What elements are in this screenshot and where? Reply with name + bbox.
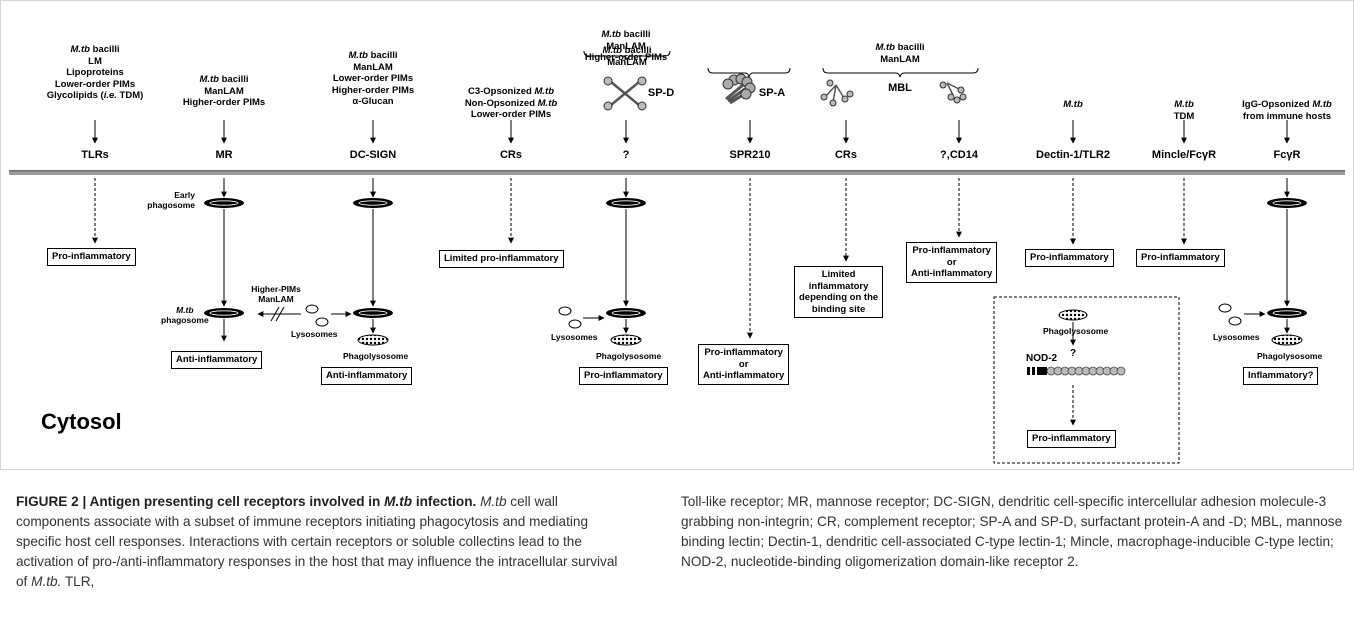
receptor-dectin1-tlr2: Dectin-1/TLR2 xyxy=(1036,149,1110,161)
mbl-ligands: M.tb bacilli ManLAM xyxy=(875,42,925,65)
dectin-ligands: M.tb xyxy=(1063,99,1083,110)
dcsign-ligands: M.tb bacilli ManLAM Lower-order PIMs Hig… xyxy=(331,50,415,107)
cytosol-label: Cytosol xyxy=(41,409,122,434)
mtb-phagosome-label: M.tb phagosome xyxy=(161,305,209,325)
nod2-outcome: Pro-inflammatory xyxy=(1027,430,1116,448)
mr-lysosomes-label: Lysosomes xyxy=(291,329,338,339)
fcgr-phagolysosome-label: Phagolysosome xyxy=(1257,351,1323,361)
fcgr-lysosomes-label: Lysosomes xyxy=(1213,332,1260,342)
nod2-label: NOD-2 xyxy=(1026,353,1058,364)
mbl-cr-outcome: Limited inflammatory depending on the bi… xyxy=(794,266,884,318)
spd-phagolysosome-label: Phagolysosome xyxy=(596,351,662,361)
figure-panel: M.tb bacilli LM Lipoproteins Lower-order… xyxy=(0,0,1354,470)
receptor-crs: CRs xyxy=(499,149,522,161)
cr-outcome: Limited pro-inflammatory xyxy=(439,250,564,268)
mr-outcome: Anti-inflammatory xyxy=(171,351,263,369)
receptor-mbl-crs: CRs xyxy=(834,149,857,161)
mr-inhibitors-label: Higher-PIMs ManLAM xyxy=(251,284,301,304)
fcgr-outcome: Inflammatory? xyxy=(1243,367,1319,385)
nod2-inset xyxy=(993,296,1180,464)
spd-ligands: M.tb bacilli ManLAM Higher-order PIMs xyxy=(584,29,668,63)
receptor-unknown: ? xyxy=(622,149,630,161)
spa-ligands: M.tb bacilli ManLAM xyxy=(602,45,652,68)
tlr-outcome: Pro-inflammatory xyxy=(47,248,136,266)
figure-drawing xyxy=(9,50,1345,464)
fcgr-ligands: IgG-Opsonized M.tb from immune hosts xyxy=(1242,99,1332,122)
mincle-ligands: M.tb TDM xyxy=(1173,99,1195,122)
mr-ligands: M.tb bacilli ManLAM Higher-order PIMs xyxy=(182,74,266,108)
mbl-collectin-label: MBL xyxy=(888,82,912,94)
phagolysosomes xyxy=(357,309,1303,346)
spa-collectin-label: SP-A xyxy=(758,87,786,99)
sp-a-collectin-icon xyxy=(722,73,756,105)
tlr-ligands: M.tb bacilli LM Lipoproteins Lower-order… xyxy=(46,44,144,101)
caption-right: Toll-like receptor; MR, mannose receptor… xyxy=(681,494,1343,569)
receptor-fcgr: FcγR xyxy=(1273,149,1301,161)
pathway-lines xyxy=(92,178,1290,342)
inset-question-mark: ? xyxy=(1070,348,1077,359)
lysosomes xyxy=(305,303,1242,329)
receptor-mincle-fcgr: Mincle/FcγR xyxy=(1151,149,1217,161)
cd14-outcome: Pro-inflammatory or Anti-inflammatory xyxy=(906,242,998,283)
spd-outcome: Pro-inflammatory xyxy=(579,367,668,385)
early-phagosome-label: Early phagosome xyxy=(147,190,195,210)
cr-ligands: C3-Opsonized M.tb Non-Opsonized M.tb Low… xyxy=(464,86,558,120)
dcsign-outcome: Anti-inflammatory xyxy=(321,367,413,385)
receptor-cd14: ?,CD14 xyxy=(940,149,978,161)
spr210-outcome: Pro-inflammatory or Anti-inflammatory xyxy=(698,344,790,385)
ligand-arrows xyxy=(92,120,1290,144)
dectin-outcome: Pro-inflammatory xyxy=(1025,249,1114,267)
phagosomes xyxy=(204,198,1307,318)
sp-d-collectin-icon xyxy=(603,76,647,111)
mbl-collectin-icon-2 xyxy=(939,81,967,104)
inset-phagolysosome-label: Phagolysosome xyxy=(1043,326,1109,336)
mbl-collectin-icon-1 xyxy=(820,79,854,107)
receptor-dc-sign: DC-SIGN xyxy=(349,149,397,161)
spd-collectin-label: SP-D xyxy=(647,87,675,99)
receptor-spr210: SPR210 xyxy=(729,149,771,161)
phagosome-highlights xyxy=(209,200,1302,316)
dcsign-phagolysosome-label: Phagolysosome xyxy=(343,351,409,361)
caption-title: FIGURE 2 | Antigen presenting cell recep… xyxy=(16,494,477,509)
spd-lysosomes-label: Lysosomes xyxy=(551,332,598,342)
caption-left: FIGURE 2 | Antigen presenting cell recep… xyxy=(16,494,618,589)
cell-membrane xyxy=(9,170,1345,175)
receptor-mr: MR xyxy=(215,149,233,161)
mincle-outcome: Pro-inflammatory xyxy=(1136,249,1225,267)
nod2-lrr-domains xyxy=(1046,366,1126,376)
receptor-tlrs: TLRs xyxy=(81,149,109,161)
